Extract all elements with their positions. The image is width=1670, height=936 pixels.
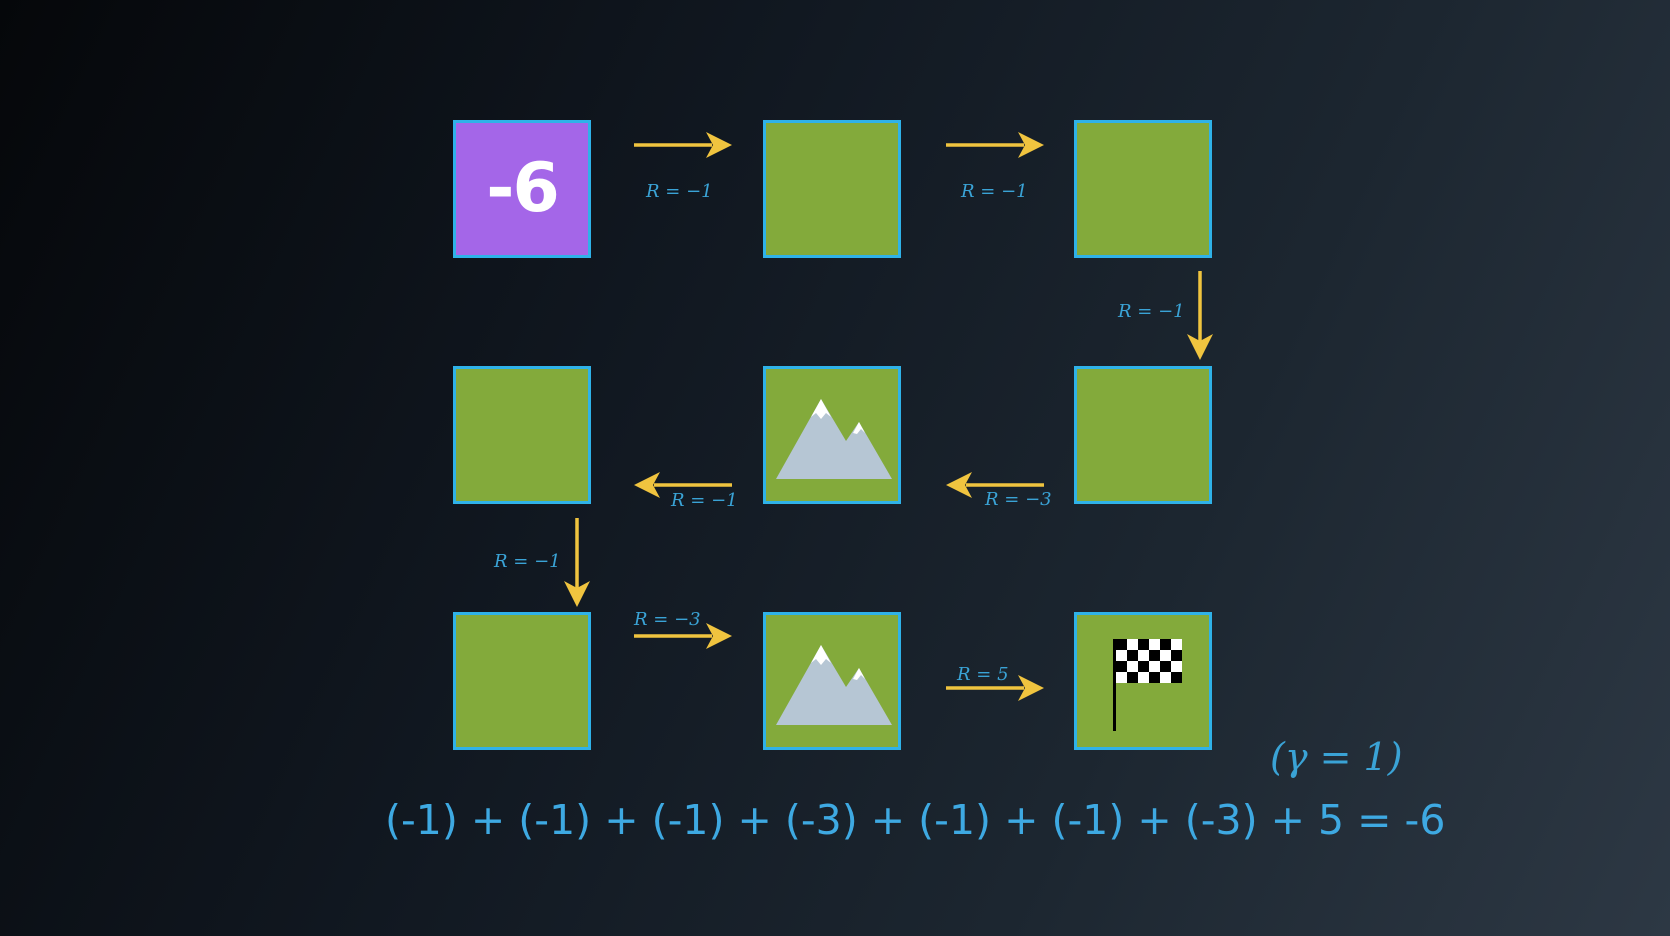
reward-label: R = −1 [961,181,1028,202]
cell-grass [453,366,591,504]
reward-label: R = −1 [671,490,738,511]
reward-label: R = −1 [1118,301,1185,322]
cell-goal [1074,612,1212,750]
discount-factor-label: (γ = 1) [1270,735,1403,779]
reward-label: R = −1 [646,181,713,202]
reward-label: R = −3 [985,489,1052,510]
cell-mountain [763,612,901,750]
cell-grass [453,612,591,750]
mountain-icon [776,399,892,479]
reward-label: R = −3 [634,609,701,630]
mountain-icon [776,645,892,725]
cell-grass [763,120,901,258]
cell-start: -6 [453,120,591,258]
reward-label: R = −1 [494,551,561,572]
reward-label: R = 5 [957,664,1009,685]
cell-grass [1074,366,1212,504]
cell-start-value: -6 [486,149,560,228]
checkered-flag-icon [1113,639,1182,731]
cell-mountain [763,366,901,504]
cell-grass [1074,120,1212,258]
return-equation: (-1) + (-1) + (-1) + (-3) + (-1) + (-1) … [385,796,1446,844]
